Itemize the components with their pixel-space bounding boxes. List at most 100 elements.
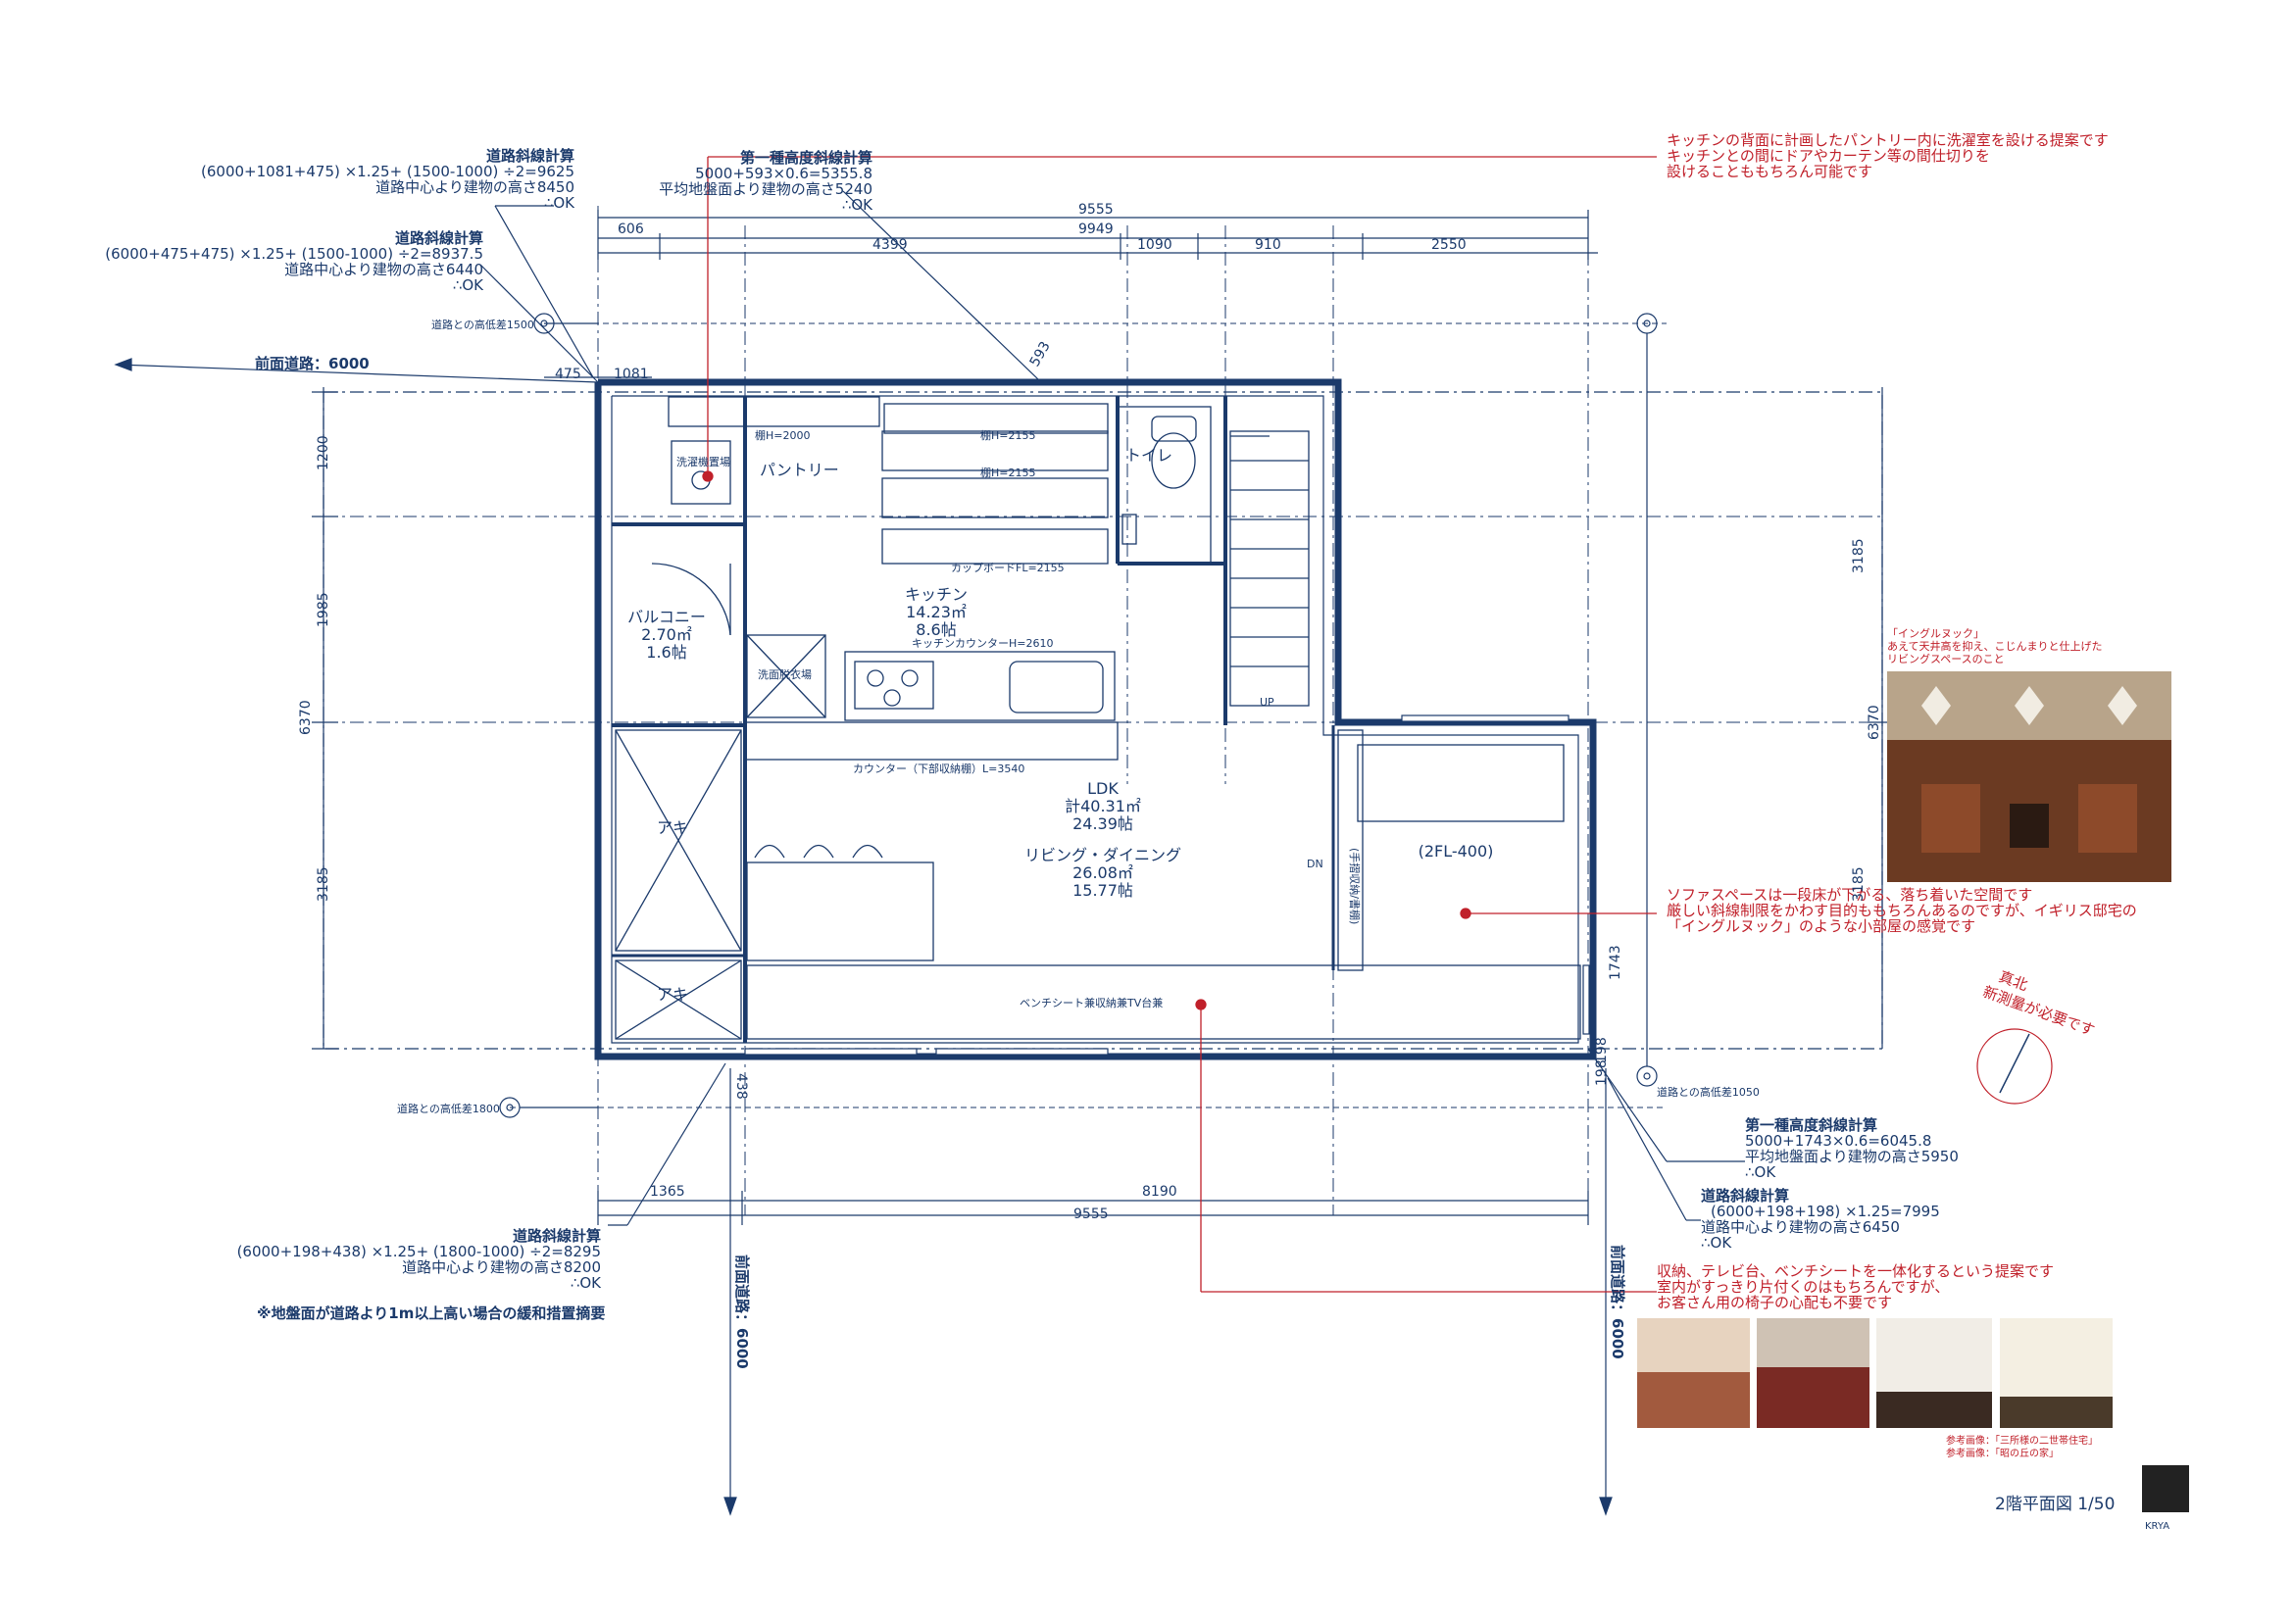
washbasin-label: 洗面脱衣場: [758, 667, 812, 681]
note-line: 道路斜線計算: [395, 229, 483, 247]
building-walls: [594, 378, 1597, 1060]
dimension-lines: [312, 210, 1897, 1225]
front-road-bottom-right: 前面道路：6000: [1609, 1245, 1626, 1359]
shelf-label: 棚H=2000: [755, 428, 810, 442]
side-storage-label: (手摺収納/書棚): [1348, 848, 1362, 924]
level-diff-label: 道路との高低差1050: [1657, 1085, 1760, 1099]
note-line: 平均地盤面より建物の高さ5240: [659, 180, 872, 198]
note-line: 第一種高度斜線計算: [740, 149, 872, 167]
note-line: ∴OK: [842, 196, 873, 214]
dim-label: 910: [1255, 237, 1281, 253]
dim-label: 1200: [316, 435, 331, 470]
stair-dn-label: DN: [1307, 858, 1323, 870]
road-diagonal-note-top-1: 道路斜線計算 (6000+1081+475) ×1.25+ (1500-1000…: [201, 147, 575, 212]
note-line: 平均地盤面より建物の高さ5950: [1745, 1148, 1959, 1165]
road-lines: [114, 358, 1613, 1516]
caption-line: あえて天井高を抑え、こじんまりと仕上げた: [1887, 639, 2102, 653]
proposal-line: お客さん用の椅子の心配も不要です: [1657, 1294, 1892, 1311]
void-label: アキ: [657, 985, 688, 1004]
dim-label: 6370: [298, 700, 314, 735]
fixtures: [615, 396, 1581, 1040]
room-labels: パントリー 洗濯機置場 トイレ キッチン 14.23㎡ 8.6帖 バルコニー 2…: [627, 428, 1493, 1009]
note-line: 第一種高度斜線計算: [1745, 1116, 1877, 1134]
dim-label: 438: [733, 1073, 749, 1100]
note-line: ∴OK: [453, 276, 484, 294]
photo-ref-2: 参考画像：「昭の丘の家」: [1946, 1447, 2059, 1459]
proposal-line: キッチンの背面に計画したパントリー内に洗濯室を設ける提案です: [1667, 131, 2109, 149]
stair-up-label: UP: [1260, 696, 1274, 709]
dim-label: 9555: [1078, 202, 1114, 218]
level-diff-label: 道路との高低差1500: [431, 318, 534, 331]
proposal-line: キッチンとの間にドアやカーテン等の間仕切りを: [1667, 147, 1990, 165]
note-line: 5000+593×0.6=5355.8: [695, 165, 872, 182]
dim-label: 9555: [1073, 1206, 1109, 1222]
note-line: (6000+198+198) ×1.25=7995: [1711, 1203, 1940, 1220]
dim-label: 9949: [1078, 221, 1114, 237]
caption-line: リビングスペースのこと: [1887, 652, 2005, 665]
road-diagonal-note-top-2: 道路斜線計算 (6000+475+475) ×1.25+ (1500-1000)…: [105, 229, 484, 294]
north-arrow: [1976, 1028, 2053, 1105]
level-diff-label: 道路との高低差1800: [397, 1102, 500, 1115]
room-ldk-tatami: 24.39帖: [1072, 814, 1133, 833]
room-balcony-area: 2.70㎡: [641, 625, 692, 644]
room-laundry: 洗濯機置場: [676, 455, 730, 468]
north-note: 真北 新測量が必要です: [1980, 967, 2097, 1039]
note-line: (6000+1081+475) ×1.25+ (1500-1000) ÷2=96…: [201, 163, 574, 180]
note-line: 道路斜線計算: [513, 1227, 601, 1245]
dim-label: 1985: [316, 592, 331, 627]
caption-line: 「イングルヌック」: [1887, 626, 1984, 640]
dim-label: 475: [555, 367, 581, 382]
note-line: 道路中心より建物の高さ8200: [402, 1258, 601, 1276]
room-living-name: リビング・ダイニング: [1024, 846, 1181, 864]
note-line: 5000+1743×0.6=6045.8: [1745, 1132, 1931, 1150]
photo-ref-1: 参考画像：「三所様の二世帯住宅」: [1946, 1434, 2098, 1447]
dimension-labels: 9555 9949 606 4399 1090 910 2550 475 108…: [298, 202, 1882, 1222]
dim-label: 3185: [316, 866, 331, 902]
shelf-label: 棚H=2155: [980, 428, 1035, 442]
note-line: ∴OK: [571, 1274, 602, 1292]
shelf-label: 棚H=2155: [980, 466, 1035, 479]
ingle-nook-photo: [1887, 671, 2171, 882]
room-kitchen-name: キッチン: [905, 585, 968, 604]
proposal-line: ソファスペースは一段床が下がる、落ち着いた空間です: [1667, 886, 2032, 904]
proposal-sofa: ソファスペースは一段床が下がる、落ち着いた空間です 厳しい斜線制限をかわす目的も…: [1667, 886, 2137, 935]
kitchen-counter-label: キッチンカウンターH=2610: [912, 637, 1053, 650]
dim-label: 3185: [1851, 866, 1867, 902]
dim-label: 606: [618, 221, 644, 237]
room-ldk-name: LDK: [1087, 779, 1119, 798]
note-line: 道路中心より建物の高さ6440: [284, 261, 483, 278]
logo-text: KRYA: [2145, 1521, 2169, 1532]
room-living-tatami: 15.77帖: [1072, 881, 1133, 900]
slope-leaders: [479, 190, 1745, 1226]
front-road-top: 前面道路：6000: [255, 355, 370, 372]
note-line: 道路中心より建物の高さ6450: [1701, 1218, 1900, 1236]
proposal-line: 室内がすっきり片付くのはもちろんですが、: [1657, 1278, 1949, 1296]
dim-label: 1743: [1608, 945, 1623, 980]
room-balcony-tatami: 1.6帖: [646, 643, 686, 662]
dim-label: 3185: [1851, 538, 1867, 573]
dim-label: 1081: [614, 367, 649, 382]
room-balcony-name: バルコニー: [627, 608, 706, 626]
proposal-line: 「イングルヌック」のような小部屋の感覚です: [1667, 917, 1975, 935]
dim-label: 1365: [650, 1184, 685, 1200]
note-line: 道路中心より建物の高さ8450: [375, 178, 574, 196]
room-kitchen-area: 14.23㎡: [906, 603, 967, 621]
counter-label: カウンター（下部収納棚）L=3540: [853, 762, 1024, 775]
drawing-title: 2階平面図 1/50: [1995, 1495, 2115, 1514]
proposal-line: 収納、テレビ台、ベンチシートを一体化するという提案です: [1657, 1262, 2054, 1280]
room-living-area: 26.08㎡: [1072, 863, 1133, 882]
dim-label: 198: [1594, 1059, 1610, 1086]
room-kitchen-tatami: 8.6帖: [916, 620, 956, 639]
room-ldk-area: 計40.31㎡: [1065, 797, 1141, 815]
bench-seat-label: ベンチシート兼収納兼TV台兼: [1020, 996, 1163, 1009]
note-line: (6000+475+475) ×1.25+ (1500-1000) ÷2=893…: [105, 245, 483, 263]
note-line: 道路斜線計算: [1701, 1187, 1789, 1205]
site-grid: [323, 206, 1883, 1215]
dim-label: 8190: [1142, 1184, 1177, 1200]
note-line: ∴OK: [544, 194, 575, 212]
height-diagonal-note-top: 第一種高度斜線計算 5000+593×0.6=5355.8 平均地盤面より建物の…: [659, 149, 873, 214]
room-pantry: パントリー: [760, 461, 839, 479]
dim-label: 593: [1027, 339, 1054, 369]
proposal-pantry: キッチンの背面に計画したパントリー内に洗濯室を設ける提案です キッチンとの間にド…: [1667, 131, 2109, 180]
